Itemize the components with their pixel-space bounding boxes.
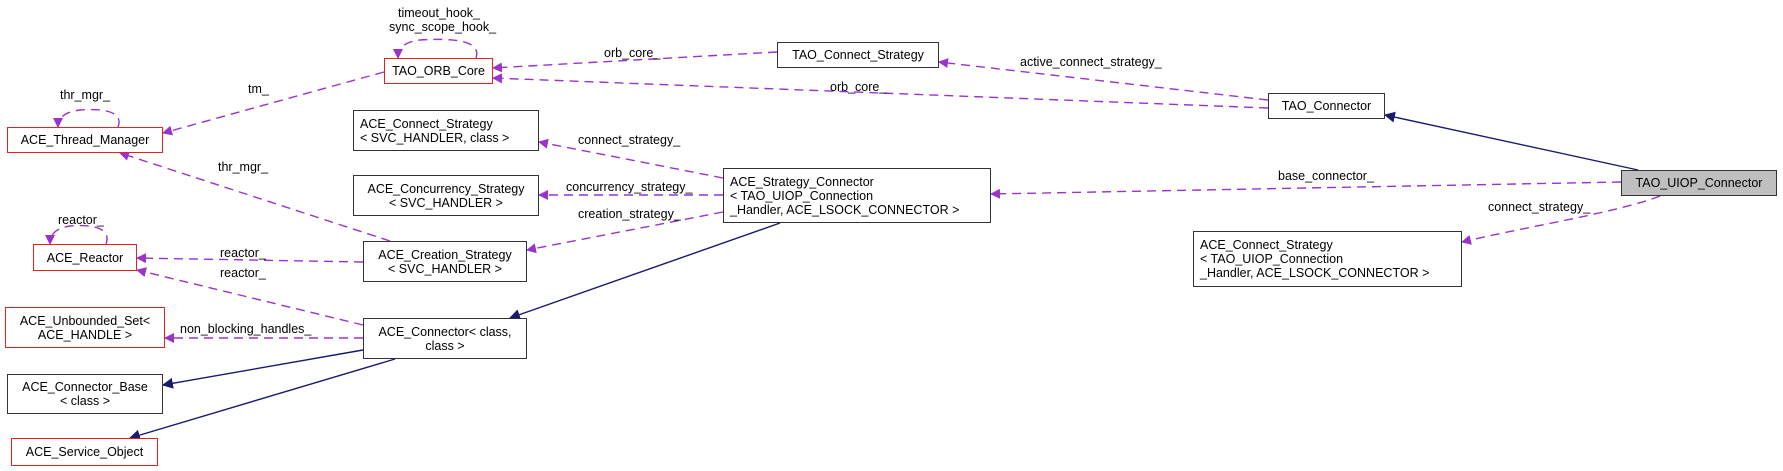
class-node-ace-thread-manager[interactable]: ACE_Thread_Manager [7,127,163,153]
edge-label-connect-strategy: connect_strategy_ [578,133,681,147]
class-node-ace-connector[interactable]: ACE_Connector< class,class > [363,318,527,359]
edge-ace-connector-to-ace-service-object [128,358,396,441]
edge-ace-creation-strategy-to-ace-thread-manager [119,151,391,242]
class-node-ace-service-object[interactable]: ACE_Service_Object [11,438,158,466]
node-label: < class > [59,394,111,408]
class-node-tao-uiop-connector[interactable]: TAO_UIOP_Connector [1621,170,1777,196]
edge-tao-uiop-connector-to-ace-connect-strategy-uiop [1461,195,1661,245]
node-label: ACE_Connect_Strategy [1200,238,1333,252]
class-node-ace-connector-base[interactable]: ACE_Connector_Base< class > [7,374,163,414]
edge-tao-orb-core-to-tao-orb-core [393,38,478,59]
node-label: < SVC_HANDLER > [389,195,503,210]
node-label: ACE_Creation_Strategy [378,247,512,262]
node-label: _Handler, ACE_LSOCK_CONNECTOR > [730,202,960,217]
edge-ace-creation-strategy-to-ace-reactor [136,253,364,264]
edge-label-thr-mgr: thr_mgr_ [218,160,269,174]
edge-label-tm: tm_ [248,82,269,96]
class-node-ace-connect-strategy-svc[interactable]: ACE_Connect_Strategy< SVC_HANDLER, class… [353,110,539,151]
edge-label-non-blocking-handles: non_blocking_handles_ [180,322,312,336]
node-label: ACE_Concurrency_Strategy [367,181,525,196]
node-label: ACE_Reactor [46,250,124,265]
node-label: class > [425,338,465,353]
edge-tao-connector-to-tao-connect-strategy [938,58,1269,101]
node-label: TAO_UIOP_Connector [1635,176,1763,190]
class-node-tao-connect-strategy[interactable]: TAO_Connect_Strategy [777,42,939,68]
edge-label-reactor-2: reactor_ [220,266,266,280]
node-label: < SVC_HANDLER, class > [360,130,510,145]
edge-tao-orb-core-to-ace-thread-manager [162,71,385,136]
edge-label-base-connector: base_connector_ [1278,169,1374,183]
edge-label-connect-strategy-uiop: connect_strategy_ [1488,200,1591,214]
edge-ace-connector-to-ace-reactor [136,267,364,326]
node-label: TAO_Connector [1281,99,1372,113]
edge-label-reactor-1: reactor_ [220,246,266,260]
node-label: ACE_Connect_Strategy [360,116,493,131]
node-label: _Handler, ACE_LSOCK_CONNECTOR > [1200,266,1430,280]
edge-label-active-connect-strategy: active_connect_strategy_ [1020,55,1162,69]
class-node-ace-creation-strategy[interactable]: ACE_Creation_Strategy< SVC_HANDLER > [363,241,527,282]
class-node-tao-orb-core[interactable]: TAO_ORB_Core [384,58,493,84]
edge-tao-connect-strategy-to-tao-orb-core [492,51,778,73]
node-label: TAO_ORB_Core [392,64,485,78]
node-label: TAO_Connect_Strategy [792,48,924,62]
edge-ace-connector-to-ace-connector-base [161,349,364,389]
class-node-tao-connector[interactable]: TAO_Connector [1268,93,1385,119]
node-label: ACE_HANDLE > [37,327,133,342]
edge-ace-thread-manager-to-ace-thread-manager [53,108,120,128]
edge-ace-reactor-to-ace-reactor [45,224,108,245]
node-label: ACE_Thread_Manager [20,133,150,147]
edge-label-orb-core-2: orb_core_ [830,80,887,94]
class-node-ace-reactor[interactable]: ACE_Reactor [33,244,137,271]
class-node-ace-concurrency-strategy[interactable]: ACE_Concurrency_Strategy< SVC_HANDLER > [353,175,539,216]
node-label: < TAO_UIOP_Connection [730,188,874,203]
edge-label-orb-core-1: orb_core_ [604,46,661,60]
edge-label-creation-strategy: creation_strategy_ [578,207,681,221]
edge-label-thr-mgr-self: thr_mgr_ [60,88,111,102]
node-label: ACE_Strategy_Connector [730,174,874,189]
edge-label-concurrency-strategy: concurrency_strategy_ [566,180,693,194]
node-label: < TAO_UIOP_Connection [1200,252,1344,266]
edge-label-reactor-self: reactor_ [58,213,104,227]
edge-tao-connector-to-tao-orb-core [492,73,1269,109]
edge-ace-strategy-connector-to-ace-connector [508,222,781,320]
edge-tao-uiop-connector-to-tao-connector [1383,111,1639,171]
node-label: ACE_Connector_Base [22,380,148,394]
class-node-ace-unbounded-set[interactable]: ACE_Unbounded_Set<ACE_HANDLE > [5,307,165,348]
node-label: < SVC_HANDLER > [388,261,502,276]
edge-tao-uiop-connector-to-ace-strategy-connector [990,181,1622,199]
class-node-ace-connect-strategy-uiop[interactable]: ACE_Connect_Strategy< TAO_UIOP_Connectio… [1193,231,1462,287]
class-node-ace-strategy-connector[interactable]: ACE_Strategy_Connector< TAO_UIOP_Connect… [723,168,991,223]
edge-label-orb-core-hooks: timeout_hook_ sync_scope_hook_ [389,6,497,34]
node-label: ACE_Connector< class, [378,324,512,339]
node-label: ACE_Service_Object [25,445,144,459]
edge-ace-strategy-connector-to-ace-creation-strategy [526,211,724,254]
node-label: ACE_Unbounded_Set< [19,313,151,328]
edge-ace-strategy-connector-to-ace-connect-strategy-svc [538,138,724,179]
